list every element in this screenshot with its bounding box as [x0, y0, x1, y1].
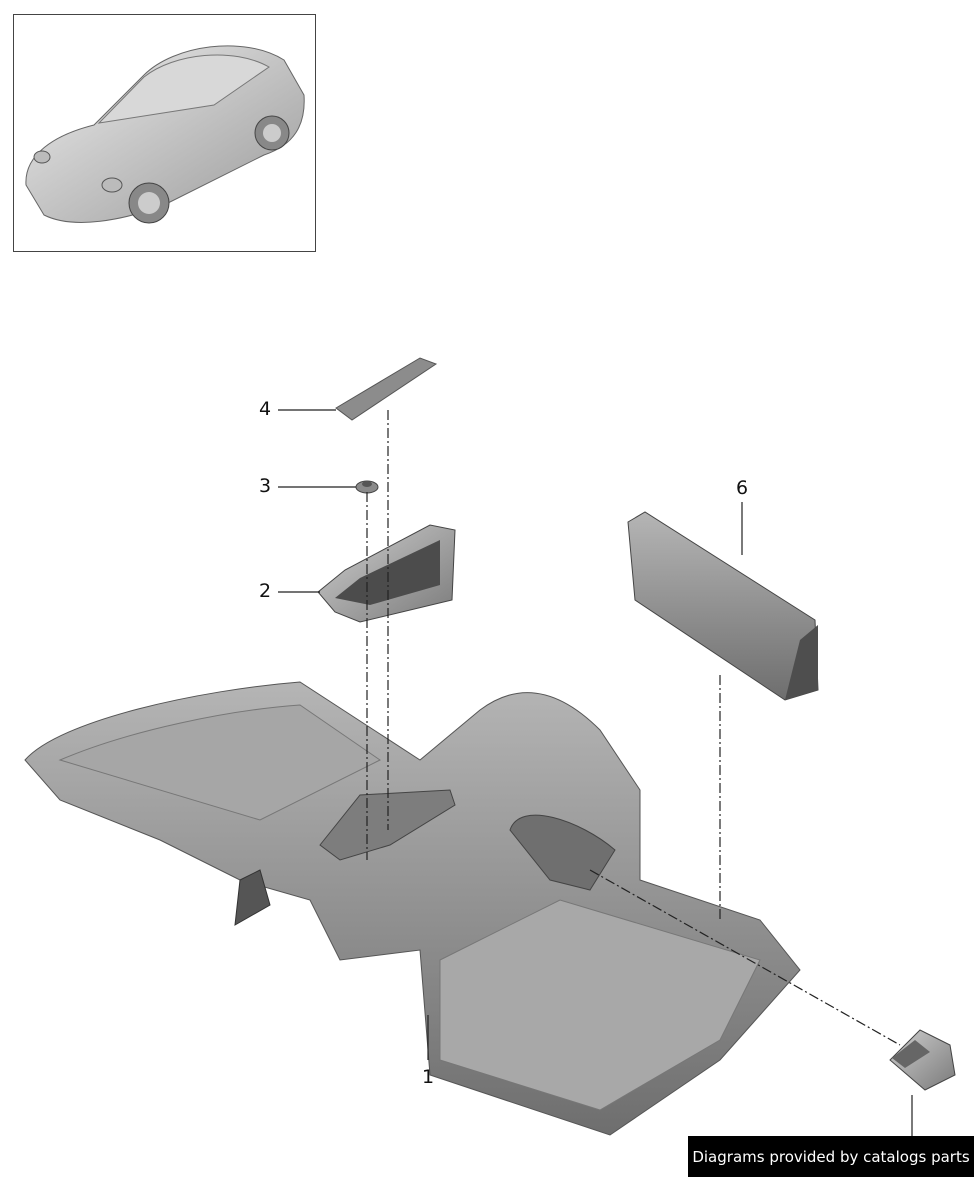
part-5-cap	[889, 1029, 956, 1091]
part-4-mat	[335, 357, 438, 421]
part-6-backrest-panel	[627, 511, 819, 701]
part-1-seat-cushion	[24, 681, 801, 1136]
callout-4[interactable]: 4	[259, 398, 272, 420]
credit-banner: Diagrams provided by catalogs parts	[688, 1136, 974, 1177]
callout-3[interactable]: 3	[259, 475, 272, 497]
callout-2[interactable]: 2	[259, 580, 272, 602]
vehicle-thumbnail	[13, 14, 316, 252]
callout-6[interactable]: 6	[736, 477, 749, 499]
callout-1[interactable]: 1	[422, 1066, 435, 1088]
assembly-lines	[366, 410, 901, 1046]
part-2-tray-insert	[317, 524, 456, 623]
car-illustration	[25, 45, 305, 224]
part-3-clip	[355, 480, 379, 494]
leader-lines	[278, 409, 913, 1136]
